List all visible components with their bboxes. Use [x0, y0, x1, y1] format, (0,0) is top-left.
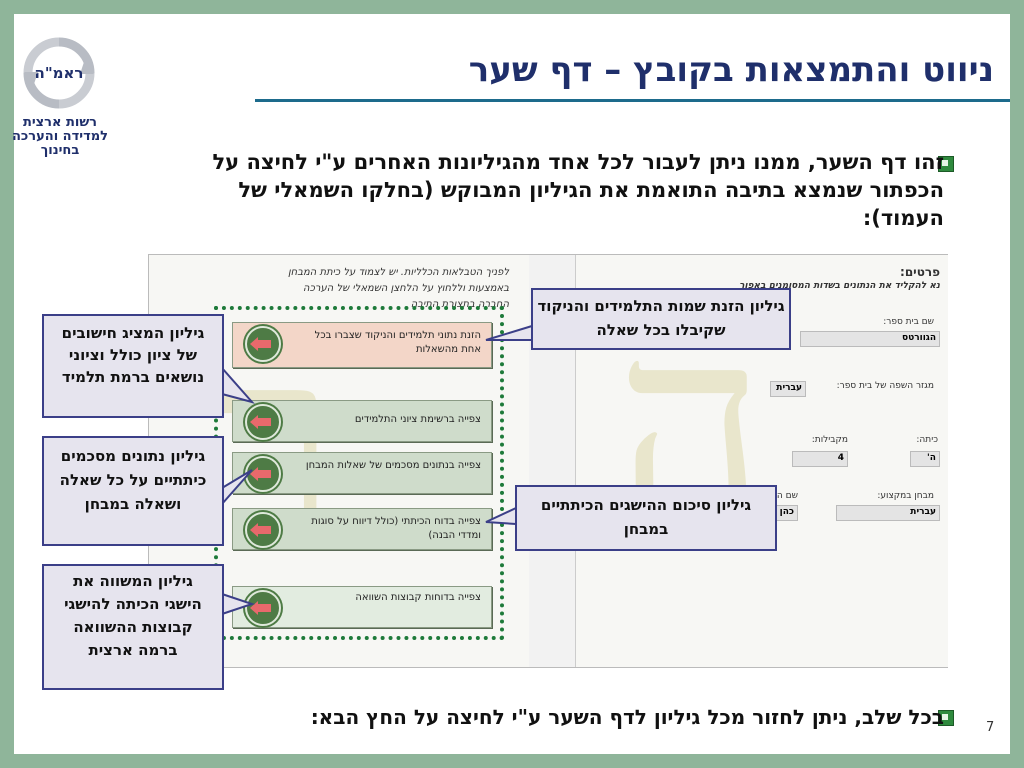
intro-paragraph: זהו דף השער, ממנו ניתן לעבור לכל אחד מהג… [212, 150, 944, 230]
class-field[interactable]: ה' [910, 451, 940, 467]
class-report-button[interactable]: צפייה בדוח הכיתתי (כולל דיווח על סוגות ו… [232, 508, 492, 550]
subject-field[interactable]: עברית [836, 505, 940, 521]
title-underline [255, 99, 1010, 102]
button-label: צפייה בדוחות קבוצות השוואה [355, 592, 481, 603]
logo-org-name: רשות ארצית למדידה והערכה בחינוך [11, 115, 108, 158]
comparison-reports-button[interactable]: צפייה בדוחות קבוצות השוואה [232, 586, 492, 628]
field-label-parallels: מקבילות: [811, 435, 848, 445]
data-entry-button[interactable]: הזנת נתוני תלמידים והניקוד שצברו בכל אחת… [232, 322, 492, 368]
frame-left [0, 0, 14, 768]
student-grades-button[interactable]: צפייה ברשימת ציוני התלמידים [232, 400, 492, 442]
callout-comparison: גיליון המשווה את הישגי הכיתה להישגי קבוצ… [42, 564, 224, 690]
field-label-language: מגזר השפה של בית ספר: [836, 381, 934, 391]
button-label: הזנת נתוני תלמידים והניקוד שצברו בכל אחת… [314, 330, 481, 355]
details-instruction: נא להקליד את הנתונים בשדות המסומנים באפו… [739, 281, 940, 291]
callout-text: גיליון הזנת שמות התלמידים והניקוד שקיבלו… [537, 297, 785, 339]
handwritten-line: לפניך הטבלאות הכלליות. יש לצמוד על כיתת … [287, 267, 509, 278]
frame-bottom [0, 754, 1024, 768]
field-label-school: שם בית ספר: [883, 317, 934, 327]
footer-paragraph: בכל שלב, ניתן לחזור מכל גיליון לדף השער … [310, 705, 944, 729]
arrow-left-icon [245, 512, 281, 548]
button-label: צפייה בדוח הכיתתי (כולל דיווח על סוגות ו… [311, 516, 481, 541]
field-label-subject: מבחן במקצוע: [877, 491, 934, 501]
frame-top [0, 0, 1024, 14]
handwritten-line: באמצעות וללחוץ על הלחצן השמאלי של הערכה [303, 283, 509, 294]
button-label: צפייה בנתונים מסכמים של שאלות המבחן [305, 460, 481, 471]
cycle-arrows-icon [23, 37, 95, 109]
callout-text: גיליון נתונים מסכמים כיתתיים על כל שאלה … [59, 447, 207, 513]
details-header: פרטים: [900, 265, 940, 279]
arrow-left-icon [245, 590, 281, 626]
bullet-icon [938, 710, 954, 726]
callout-text: גיליון המשווה את הישגי הכיתה להישגי קבוצ… [64, 572, 202, 659]
callout-class-summary: גיליון נתונים מסכמים כיתתיים על כל שאלה … [42, 436, 224, 546]
school-name-field[interactable]: הגוורטס [800, 331, 940, 347]
frame-right [1010, 0, 1024, 768]
callout-text: גיליון סיכום ההישגים הכיתתיים במבחן [540, 496, 752, 538]
parallels-field[interactable]: 4 [792, 451, 848, 467]
callout-data-entry: גיליון הזנת שמות התלמידים והניקוד שקיבלו… [531, 288, 791, 350]
button-label: צפייה ברשימת ציוני התלמידים [354, 414, 481, 425]
page-number: 7 [986, 720, 995, 735]
logo-acronym: ראמ"ה [34, 64, 84, 82]
field-label-class: כיתה: [916, 435, 938, 445]
callout-student-grades: גיליון המציג חישובים של ציון כולל וציוני… [42, 314, 224, 418]
handwritten-line: החברה בתצורת התיבה [410, 299, 509, 310]
bullet-icon [938, 156, 954, 172]
page-title: ניווט והתמצאות בקובץ – דף שער [468, 50, 994, 90]
arrow-left-icon [245, 326, 281, 362]
language-field[interactable]: עברית [770, 381, 806, 397]
callout-text: גיליון המציג חישובים של ציון כולל וציוני… [61, 324, 205, 386]
logo: ראמ"ה [22, 36, 96, 110]
question-summary-button[interactable]: צפייה בנתונים מסכמים של שאלות המבחן [232, 452, 492, 494]
arrow-left-icon [245, 404, 281, 440]
arrow-left-icon [245, 456, 281, 492]
callout-achievement-summary: גיליון סיכום ההישגים הכיתתיים במבחן [515, 485, 777, 551]
